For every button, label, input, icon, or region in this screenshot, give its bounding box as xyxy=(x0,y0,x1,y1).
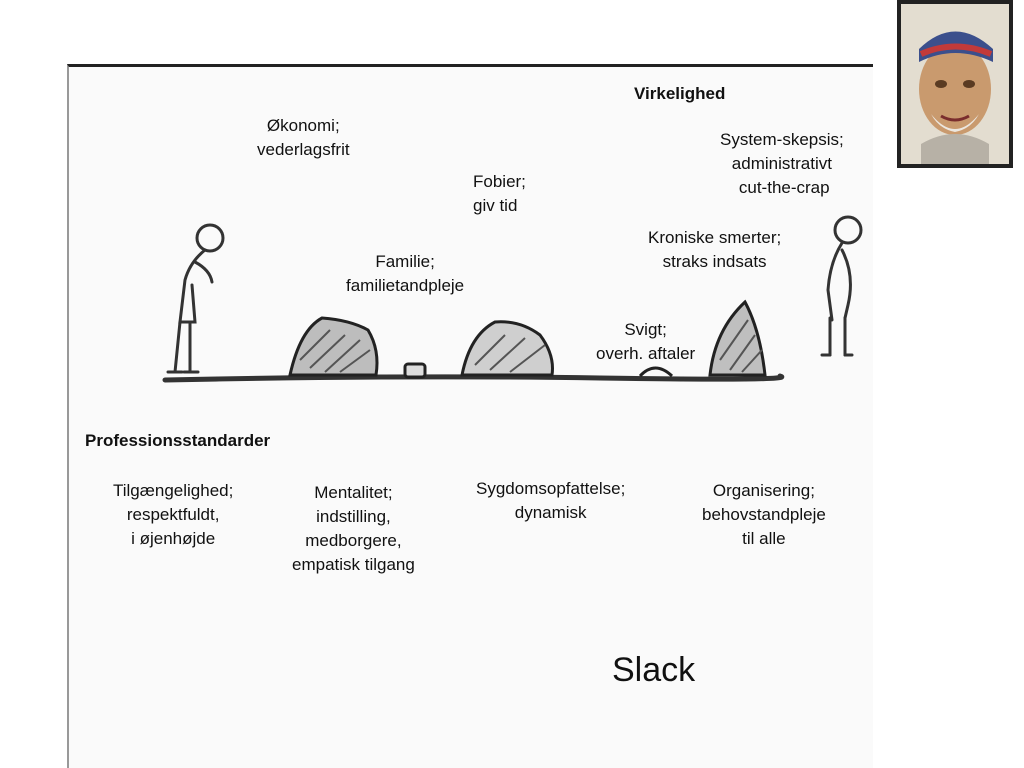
rock-icon xyxy=(710,302,765,375)
portrait-face xyxy=(901,4,1009,164)
label-organisering: Organisering; behovstandpleje til alle xyxy=(702,479,826,551)
label-kroniske: Kroniske smerter; straks indsats xyxy=(648,226,781,274)
slack-label: Slack xyxy=(612,650,695,690)
label-familie: Familie; familietandpleje xyxy=(346,250,464,298)
standing-person-right-icon xyxy=(822,217,861,355)
label-sygdomsopfattelse: Sygdomsopfattelse; dynamisk xyxy=(476,477,625,525)
reality-title: Virkelighed xyxy=(634,82,725,106)
label-svigt: Svigt; overh. aftaler xyxy=(596,318,695,366)
portrait-painting-icon xyxy=(897,0,1013,168)
rock-icon xyxy=(290,318,377,375)
rock-icon xyxy=(462,322,553,375)
professional-heading: Professionsstandarder xyxy=(85,429,270,453)
label-fobier: Fobier; giv tid xyxy=(473,170,526,218)
label-okonomi: Økonomi; vederlagsfrit xyxy=(257,114,350,162)
label-system-skepsis: System-skepsis; administrativt cut-the-c… xyxy=(720,128,844,200)
label-tilgaengelighed: Tilgængelighed; respektfuldt, i øjenhøjd… xyxy=(113,479,233,551)
standing-person-left-icon xyxy=(168,225,223,372)
label-mentalitet: Mentalitet; indstilling, medborgere, emp… xyxy=(292,481,415,577)
ground-line xyxy=(165,376,782,380)
